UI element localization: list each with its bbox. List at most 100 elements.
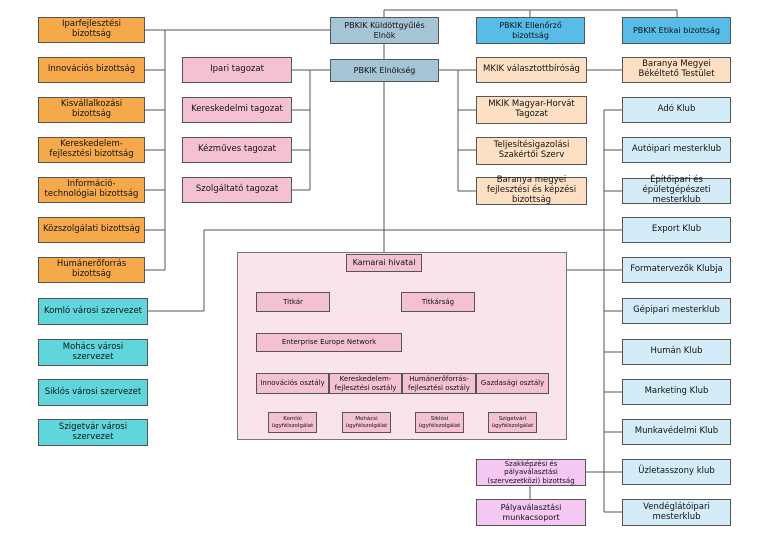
vocational-workgroup-box: Pályaválasztási munkacsoport bbox=[476, 499, 586, 526]
city-org-label: Mohács városi szervezet bbox=[62, 341, 124, 362]
expert-body-box: Teljesítésigazolási Szakértői Szerv bbox=[476, 137, 587, 165]
service-office-label: ügyfélszolgálat bbox=[491, 422, 534, 429]
croatian-section-label: MKIK Magyar-Horvát Tagozat bbox=[488, 99, 575, 119]
ellenorzo-box: PBKIK Ellenőrző bizottság bbox=[476, 17, 585, 44]
club-label: Gépipari mesterklub bbox=[633, 305, 720, 316]
department-box: Kereskedelem-fejlesztési osztály bbox=[329, 373, 402, 394]
section-box: Szolgáltató tagozat bbox=[182, 177, 292, 203]
city-org-box: Siklós városi szervezet bbox=[38, 379, 148, 406]
etikai-box: PBKIK Etikai bizottság bbox=[622, 17, 731, 44]
committee-label: Kisvállalkozási bizottság bbox=[60, 99, 123, 119]
secretary-box: Titkár bbox=[256, 292, 330, 312]
club-box: Üzletasszony klub bbox=[622, 459, 731, 485]
city-org-box: Mohács városi szervezet bbox=[38, 339, 148, 366]
city-org-box: Szigetvár városi szervezet bbox=[38, 419, 148, 446]
department-label: Kereskedelem-fejlesztési osztály bbox=[334, 375, 397, 392]
een-box: Enterprise Europe Network bbox=[256, 333, 402, 352]
city-org-label: Szigetvár városi szervezet bbox=[58, 421, 128, 442]
etikai-label: PBKIK Etikai bizottság bbox=[632, 25, 721, 35]
section-box: Ipari tagozat bbox=[182, 57, 292, 83]
section-label: Kereskedelmi tagozat bbox=[191, 104, 283, 115]
service-office-label: ügyfélszolgálat bbox=[271, 422, 314, 429]
service-office-city: Komlói bbox=[283, 416, 302, 423]
arbitration-court-box: MKIK választottbíróság bbox=[476, 57, 587, 83]
committee-box: Humánerőforrás bizottság bbox=[38, 257, 145, 283]
een-label: Enterprise Europe Network bbox=[281, 338, 377, 347]
department-label: Humánerőforrás-fejlesztési osztály bbox=[408, 375, 470, 392]
secretary-label: Titkár bbox=[283, 297, 303, 306]
section-label: Ipari tagozat bbox=[210, 64, 264, 75]
section-box: Kézműves tagozat bbox=[182, 137, 292, 163]
committee-label: Közszolgálati bizottság bbox=[43, 224, 140, 235]
club-label: Formatervezők Klubja bbox=[630, 264, 723, 275]
club-box: Vendéglátóipari mesterklub bbox=[622, 499, 731, 526]
development-committee-label: Baranya megyei fejlesztési és képzési bi… bbox=[486, 175, 577, 205]
city-org-label: Siklós városi szervezet bbox=[44, 386, 142, 397]
service-office-city: Siklósi bbox=[430, 416, 449, 423]
vocational-committee-box: Szakképzési és pályaválasztási (szerveze… bbox=[476, 459, 586, 486]
committee-label: Kereskedelem-fejlesztési bizottság bbox=[49, 139, 134, 159]
club-box: Humán Klub bbox=[622, 339, 731, 365]
croatian-section-box: MKIK Magyar-Horvát Tagozat bbox=[476, 96, 587, 124]
service-office-city: Szigetvári bbox=[498, 416, 527, 423]
club-label: Üzletasszony klub bbox=[638, 466, 715, 477]
club-label: Munkavédelmi Klub bbox=[634, 426, 719, 437]
kuldottgyules-label: PBKIK Küldöttgyűlés Elnök bbox=[344, 21, 425, 40]
secretariat-box: Titkárság bbox=[401, 292, 475, 312]
committee-box: Kereskedelem-fejlesztési bizottság bbox=[38, 137, 145, 163]
club-box: Formatervezők Klubja bbox=[622, 257, 731, 283]
elnokseg-box: PBKIK Elnökség bbox=[330, 59, 439, 82]
committee-box: Kisvállalkozási bizottság bbox=[38, 97, 145, 123]
city-org-box: Komló városi szervezet bbox=[38, 298, 148, 325]
section-label: Kézműves tagozat bbox=[197, 144, 277, 155]
committee-label: Információ-technológiai bizottság bbox=[44, 179, 139, 199]
kuldottgyules-box: PBKIK Küldöttgyűlés Elnök bbox=[330, 17, 439, 44]
section-label: Szolgáltató tagozat bbox=[195, 184, 279, 195]
club-box: Marketing Klub bbox=[622, 379, 731, 405]
department-box: Humánerőforrás-fejlesztési osztály bbox=[402, 373, 476, 394]
chamber-office-title-label: Kamarai hivatal bbox=[352, 258, 416, 268]
development-committee-box: Baranya megyei fejlesztési és képzési bi… bbox=[476, 175, 587, 205]
club-label: Vendéglátóipari mesterklub bbox=[643, 501, 710, 522]
department-box: Innovációs osztály bbox=[256, 373, 329, 394]
chamber-office-title: Kamarai hivatal bbox=[346, 254, 422, 272]
service-office-city: Mohácsi bbox=[355, 416, 378, 423]
department-label: Innovációs osztály bbox=[260, 379, 325, 388]
elnokseg-label: PBKIK Elnökség bbox=[353, 65, 416, 75]
club-label: Építőipari és épületgépészeti mesterklub bbox=[642, 175, 711, 205]
city-org-label: Komló városi szervezet bbox=[43, 305, 143, 316]
committee-label: Humánerőforrás bizottság bbox=[56, 259, 127, 279]
club-label: Adó Klub bbox=[657, 104, 696, 115]
vocational-workgroup-label: Pályaválasztási munkacsoport bbox=[500, 503, 562, 522]
service-office-label: ügyfélszolgálat bbox=[418, 422, 461, 429]
committee-label: Innovációs bizottság bbox=[47, 64, 136, 75]
committee-label: Iparfejlesztési bizottság bbox=[61, 19, 122, 39]
club-label: Autóipari mesterklub bbox=[631, 144, 722, 155]
club-box: Export Klub bbox=[622, 217, 731, 243]
club-box: Építőipari és épületgépészeti mesterklub bbox=[622, 175, 731, 205]
expert-body-label: Teljesítésigazolási Szakértői Szerv bbox=[493, 140, 570, 160]
committee-box: Innovációs bizottság bbox=[38, 57, 145, 83]
arbitration-board-label: Baranya Megyei Békéltető Testület bbox=[638, 59, 715, 79]
club-box: Adó Klub bbox=[622, 97, 731, 123]
arbitration-board-box: Baranya Megyei Békéltető Testület bbox=[622, 57, 731, 83]
club-label: Marketing Klub bbox=[644, 386, 709, 397]
club-box: Autóipari mesterklub bbox=[622, 137, 731, 163]
arbitration-court-label: MKIK választottbíróság bbox=[483, 64, 580, 75]
ellenorzo-label: PBKIK Ellenőrző bizottság bbox=[499, 21, 562, 40]
club-label: Export Klub bbox=[651, 224, 702, 235]
department-label: Gazdasági osztály bbox=[480, 379, 545, 388]
vocational-committee-label: Szakképzési és pályaválasztási (szerveze… bbox=[487, 460, 575, 485]
club-label: Humán Klub bbox=[650, 346, 703, 357]
club-box: Munkavédelmi Klub bbox=[622, 419, 731, 445]
committee-box: Közszolgálati bizottság bbox=[38, 217, 145, 243]
committee-box: Információ-technológiai bizottság bbox=[38, 177, 145, 203]
club-box: Gépipari mesterklub bbox=[622, 298, 731, 324]
secretariat-label: Titkárság bbox=[421, 297, 455, 306]
committee-box: Iparfejlesztési bizottság bbox=[38, 17, 145, 43]
